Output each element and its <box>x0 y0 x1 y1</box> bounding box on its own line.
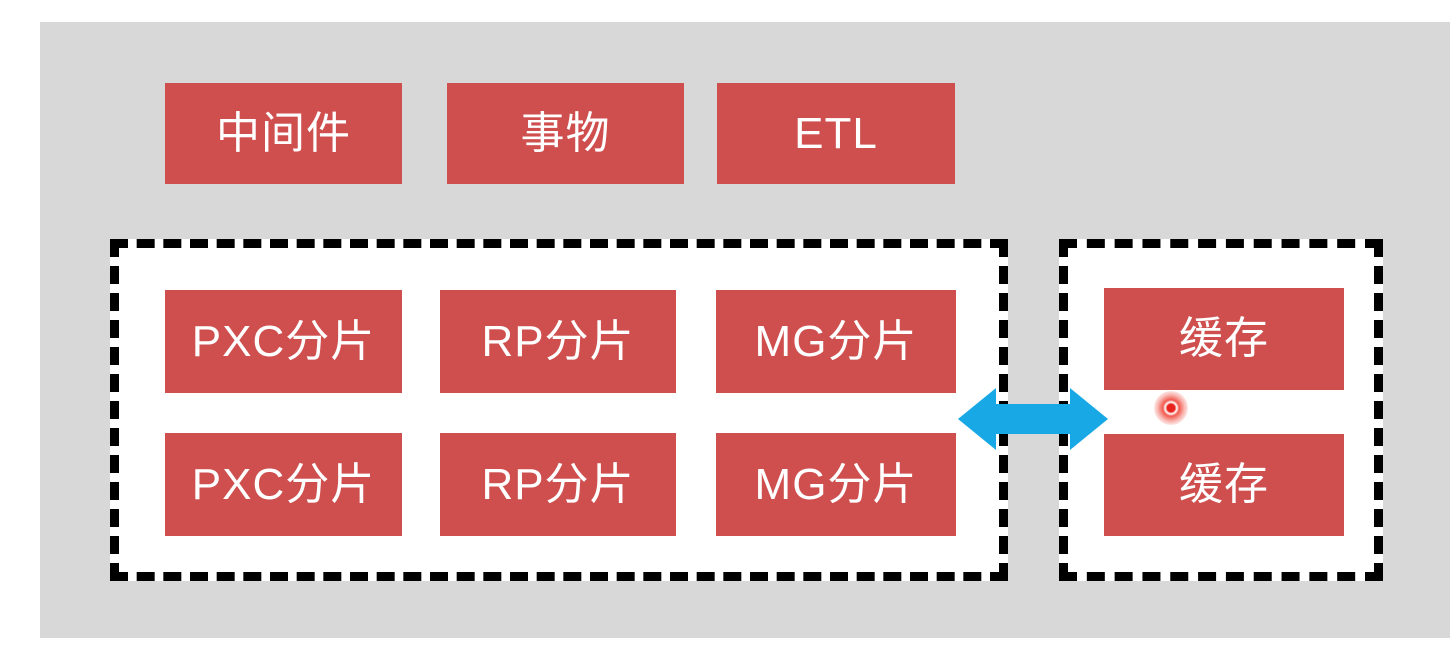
cache-box-secondary[interactable]: 缓存 <box>1104 434 1344 536</box>
component-box-label: 中间件 <box>216 108 351 158</box>
cache-box-label: 缓存 <box>1179 460 1269 509</box>
component-box-label: 事物 <box>520 108 611 158</box>
cache-box-primary[interactable]: 缓存 <box>1104 288 1344 390</box>
shard-box-label: RP分片 <box>481 316 635 366</box>
shard-box-rp[interactable]: RP分片 <box>440 433 676 536</box>
shard-box-pxc[interactable]: PXC分片 <box>165 433 402 536</box>
shard-box-label: MG分片 <box>754 316 918 366</box>
shard-box-label: MG分片 <box>754 459 918 509</box>
component-box-label: ETL <box>794 108 878 158</box>
double-headed-arrow-icon <box>958 386 1108 452</box>
cursor-dot-icon <box>1154 391 1188 425</box>
shard-box-mg[interactable]: MG分片 <box>716 290 956 393</box>
component-box-etl[interactable]: ETL <box>717 83 955 184</box>
shard-box-pxc[interactable]: PXC分片 <box>165 290 402 393</box>
shard-box-rp[interactable]: RP分片 <box>440 290 676 393</box>
cache-box-label: 缓存 <box>1179 314 1269 363</box>
component-box-transaction[interactable]: 事物 <box>447 83 684 184</box>
shard-box-mg[interactable]: MG分片 <box>716 433 956 536</box>
component-box-middleware[interactable]: 中间件 <box>165 83 402 184</box>
shard-box-label: PXC分片 <box>191 459 376 509</box>
shard-box-label: PXC分片 <box>191 316 376 366</box>
shard-box-label: RP分片 <box>481 459 635 509</box>
